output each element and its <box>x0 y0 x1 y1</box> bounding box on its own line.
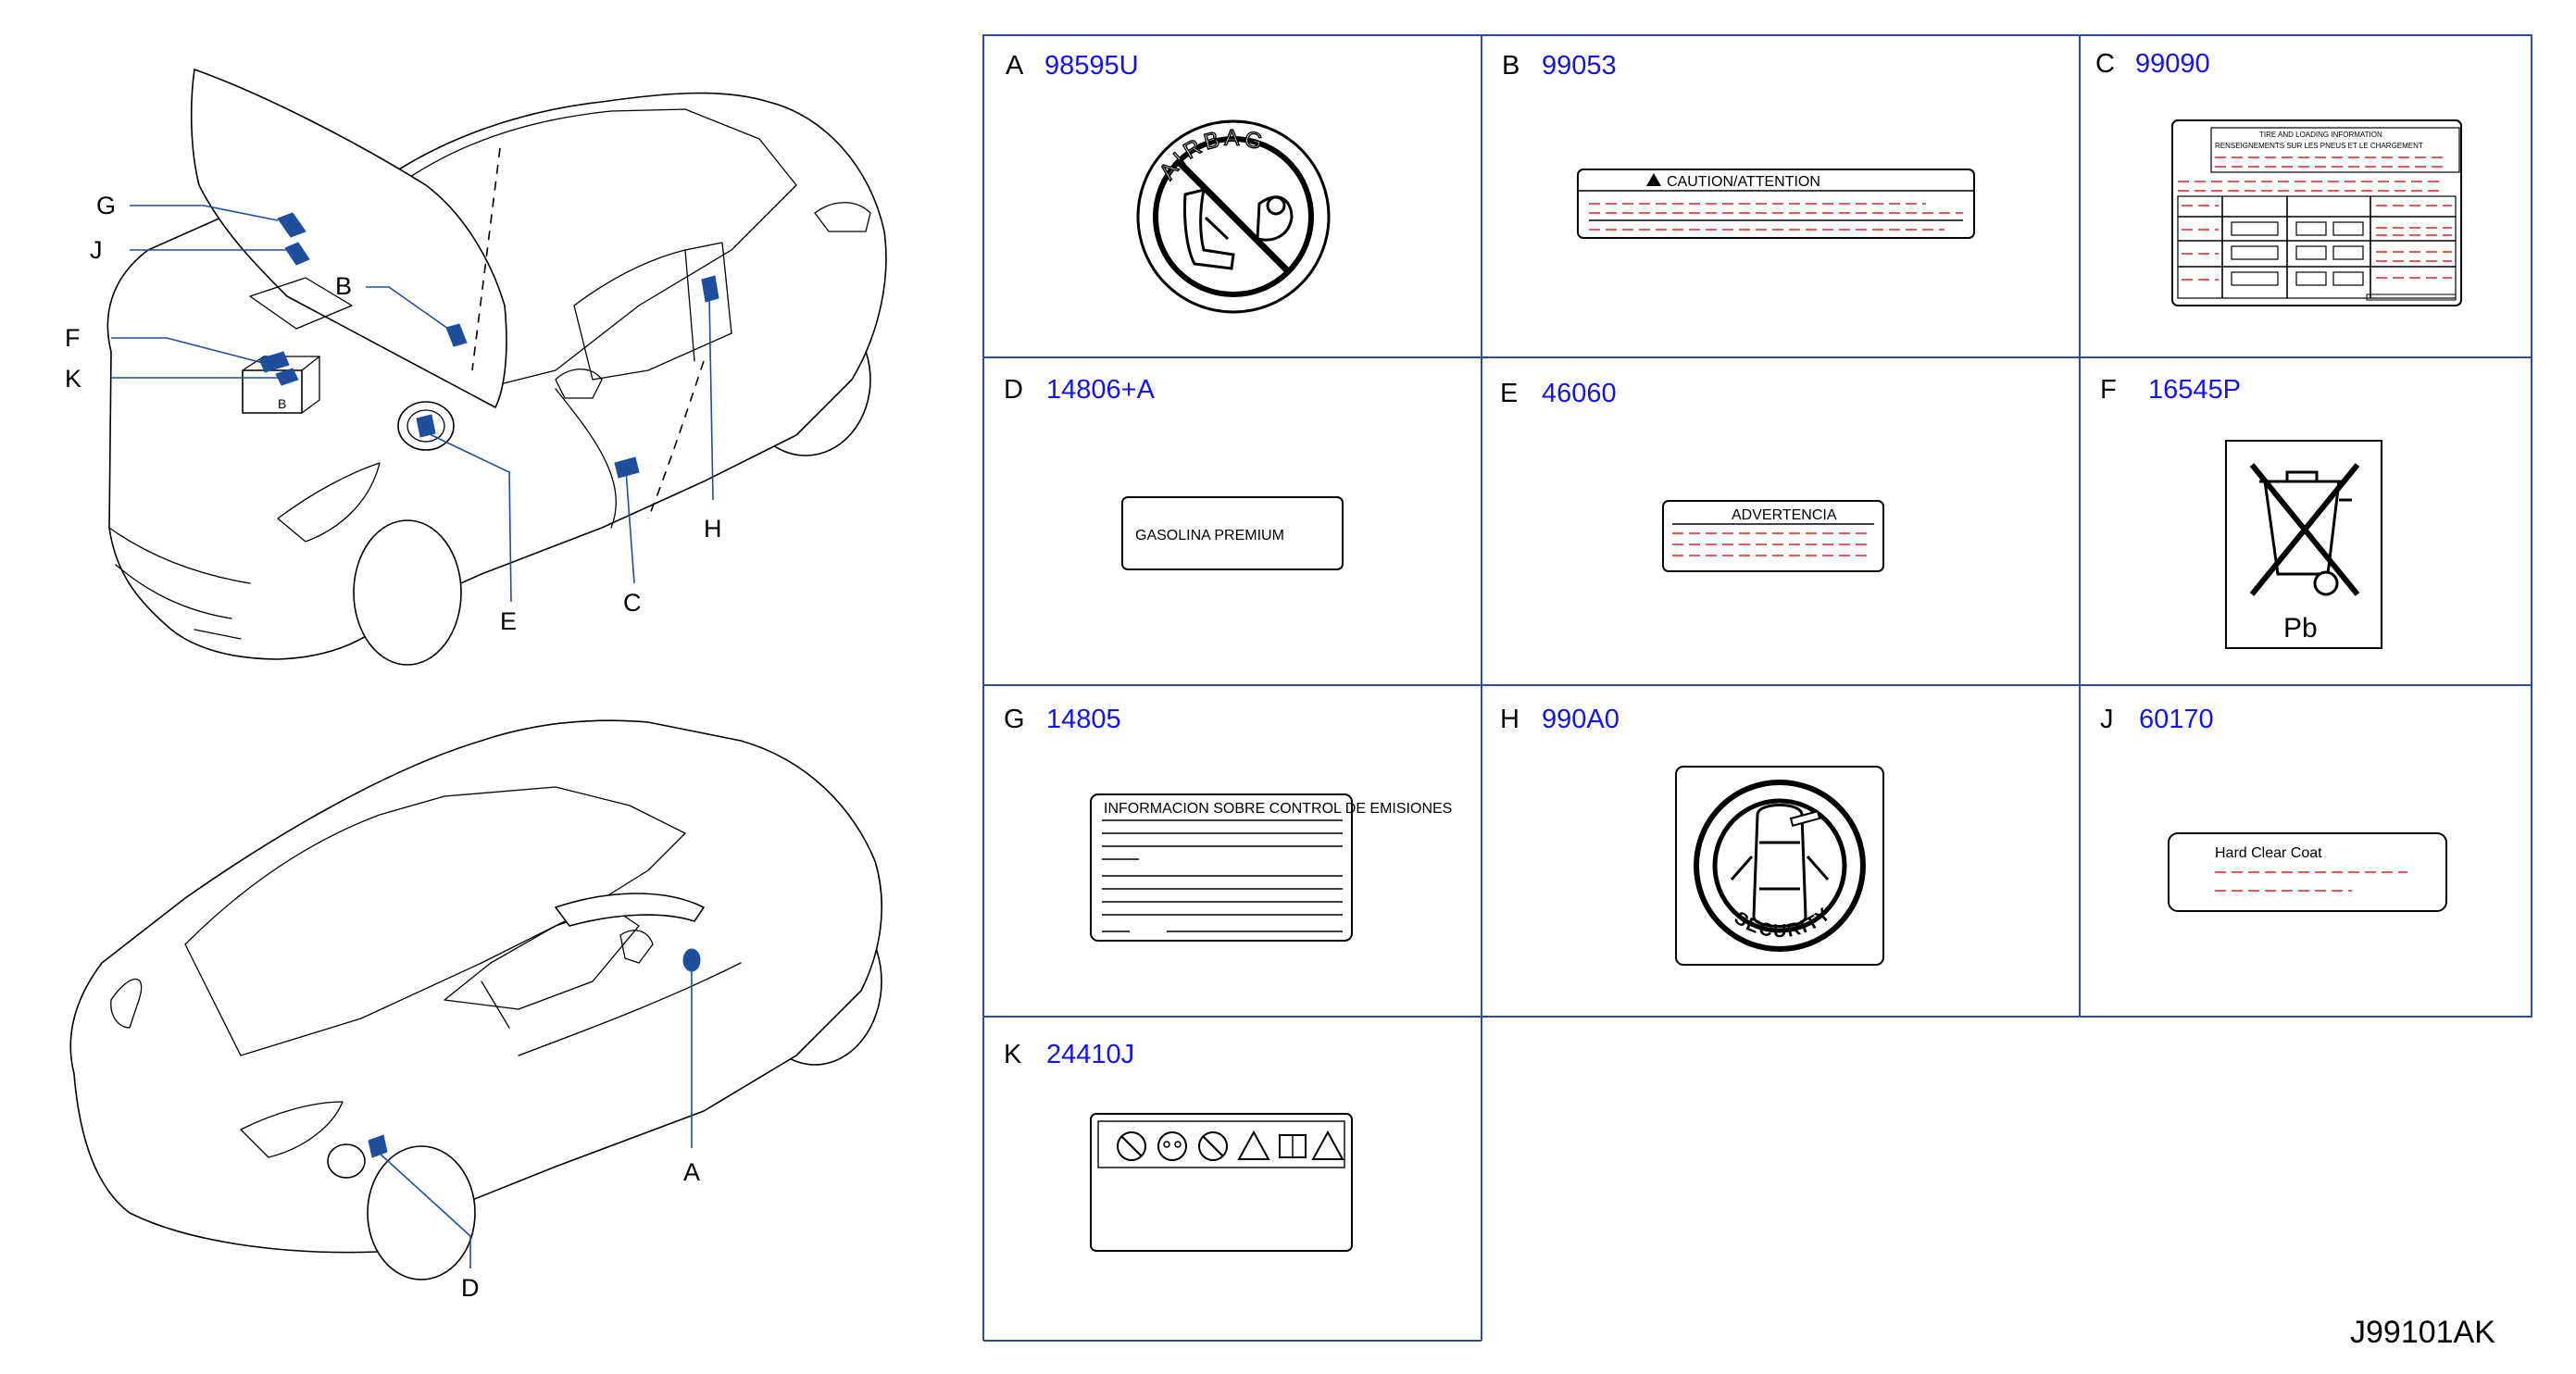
bottom-car-front-wheel <box>367 1145 476 1280</box>
clear-coat-label: Hard Clear Coat <box>2168 832 2447 912</box>
tire-info-subtitle: RENSEIGNEMENTS SUR LES PNEUS ET LE CHARG… <box>2215 142 2423 150</box>
document-number: J99101AK <box>2350 1315 2495 1350</box>
eye-protection-icon <box>1157 1131 1187 1161</box>
top-car-decals <box>258 212 719 479</box>
cell-f-part: 16545P <box>2148 375 2241 405</box>
bottom-car-leaders <box>377 971 693 1268</box>
callout-k: K <box>65 365 81 393</box>
callout-c: C <box>623 589 642 617</box>
cell-a-letter: A <box>1006 51 1024 81</box>
cell-j-part: 60170 <box>2139 705 2214 734</box>
bottom-car-body <box>69 719 882 1254</box>
caution-title: CAUTION/ATTENTION <box>1667 174 1820 190</box>
open-hood <box>190 69 507 408</box>
top-car-illustration: B <box>106 69 887 666</box>
label-table <box>982 34 2532 1342</box>
pb-text: Pb <box>2283 613 2318 643</box>
decal-b <box>445 323 468 347</box>
warning-label: ADVERTENCIA <box>1662 500 1884 572</box>
decal-c <box>614 456 640 479</box>
cell-b-part: 99053 <box>1542 51 1617 81</box>
decal-k <box>275 368 299 386</box>
top-car-callouts: G J F K B E C H <box>65 192 722 635</box>
callout-d: D <box>461 1274 480 1302</box>
battery-mark: B <box>278 396 286 411</box>
bottom-car-illustration <box>69 719 882 1280</box>
explosion-warning-icon <box>1311 1130 1344 1160</box>
battery-warning-label <box>1090 1113 1353 1252</box>
decal-a <box>682 948 701 972</box>
bottom-car-callouts: A D <box>461 1158 700 1302</box>
cell-g-letter: G <box>1004 705 1025 734</box>
read-manual-icon <box>1279 1134 1307 1158</box>
decal-g <box>277 212 306 238</box>
cell-h-letter: H <box>1500 705 1519 734</box>
warning-triangle-icon <box>1646 173 1661 186</box>
cell-e-part: 46060 <box>1542 379 1617 408</box>
cell-j-letter: J <box>2100 705 2114 734</box>
cell-f-letter: F <box>2100 375 2117 405</box>
cell-k-letter: K <box>1004 1040 1022 1069</box>
cell-e-letter: E <box>1500 379 1518 408</box>
fuel-label: GASOLINA PREMIUM <box>1121 496 1344 570</box>
callout-a: A <box>683 1158 700 1186</box>
decal-j <box>284 242 310 266</box>
no-smoking-icon <box>1117 1131 1146 1161</box>
callout-b: B <box>335 272 352 300</box>
top-car-leaders <box>111 205 714 603</box>
cell-d-letter: D <box>1004 375 1023 405</box>
emission-label-title: INFORMACION SOBRE CONTROL DE EMISIONES <box>1104 801 1452 817</box>
callout-h: H <box>704 515 722 543</box>
crossed-bin-icon: Pb <box>2225 440 2382 649</box>
decal-h <box>701 275 719 303</box>
cell-headers: A 98595U B 99053 C 99090 D 14806+A E 460… <box>1004 49 2241 1069</box>
tire-info-label: TIRE AND LOADING INFORMATION RENSEIGNEME… <box>2171 119 2462 306</box>
keep-children-away-icon <box>1198 1131 1228 1161</box>
cell-d-part: 14806+A <box>1046 375 1156 405</box>
cell-c-part: 99090 <box>2135 49 2210 79</box>
decal-f <box>258 351 290 373</box>
cell-a-part: 98595U <box>1044 51 1139 81</box>
security-icon: SECURITY <box>1675 766 1884 966</box>
decal-d <box>368 1134 388 1158</box>
warning-label-title: ADVERTENCIA <box>1732 507 1837 523</box>
caution-label: CAUTION/ATTENTION <box>1577 169 1975 239</box>
cell-h-part: 990A0 <box>1542 705 1619 734</box>
airbag-warning-icon: AIRBAG <box>1136 119 1331 314</box>
callout-g: G <box>96 192 116 219</box>
decal-e <box>416 414 436 438</box>
fuel-label-text: GASOLINA PREMIUM <box>1135 528 1284 543</box>
callout-e: E <box>500 607 517 635</box>
cell-b-letter: B <box>1502 51 1519 81</box>
acid-warning-icon <box>1237 1130 1270 1160</box>
callout-f: F <box>65 324 81 352</box>
tire-info-title: TIRE AND LOADING INFORMATION <box>2259 131 2382 139</box>
cell-g-part: 14805 <box>1046 705 1121 734</box>
callout-j: J <box>90 236 103 264</box>
cell-k-part: 24410J <box>1046 1040 1134 1069</box>
clear-coat-text: Hard Clear Coat <box>2215 845 2322 861</box>
cell-c-letter: C <box>2095 49 2115 79</box>
emission-label: INFORMACION SOBRE CONTROL DE EMISIONES <box>1090 793 1452 942</box>
top-car-front-wheel <box>353 519 462 666</box>
